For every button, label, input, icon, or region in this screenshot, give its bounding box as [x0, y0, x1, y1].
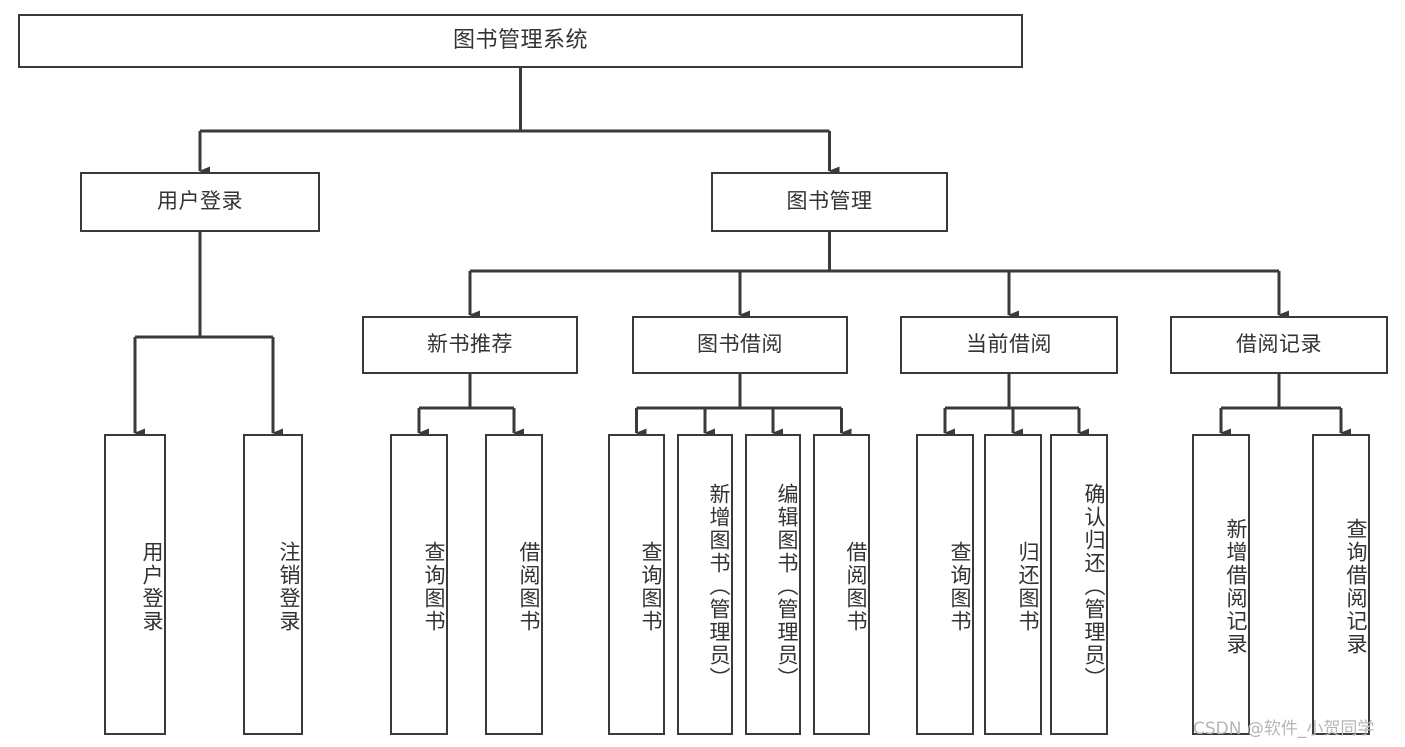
- node-label: 新书推荐: [427, 332, 513, 357]
- node-label: 新增借阅记录: [1224, 517, 1248, 656]
- node-label: 确认归还（管理员）: [1082, 483, 1106, 690]
- node-leaf_add_record[interactable]: 新增借阅记录: [1192, 434, 1250, 735]
- node-leaf_user_login[interactable]: 用户登录: [104, 434, 166, 735]
- node-leaf_borrow_book_1[interactable]: 借阅图书: [485, 434, 543, 735]
- node-user_login[interactable]: 用户登录: [80, 172, 320, 232]
- node-root[interactable]: 图书管理系统: [18, 14, 1023, 68]
- node-label: 用户登录: [140, 540, 164, 633]
- node-current_borrow[interactable]: 当前借阅: [900, 316, 1118, 374]
- node-label: 借阅记录: [1236, 332, 1322, 357]
- node-label: 新增图书（管理员）: [707, 483, 731, 690]
- node-new_book_rec[interactable]: 新书推荐: [362, 316, 578, 374]
- edges-group: [133, 68, 1351, 438]
- node-label: 用户登录: [157, 189, 243, 214]
- node-label: 编辑图书（管理员）: [775, 483, 799, 690]
- node-label: 查询图书: [422, 540, 446, 633]
- node-label: 注销登录: [277, 540, 301, 633]
- node-label: 图书管理系统: [452, 27, 588, 53]
- node-leaf_edit_book[interactable]: 编辑图书（管理员）: [745, 434, 801, 735]
- node-label: 图书管理: [786, 189, 873, 214]
- node-book_borrow[interactable]: 图书借阅: [632, 316, 848, 374]
- node-label: 查询图书: [948, 540, 972, 633]
- node-label: 借阅图书: [844, 540, 868, 633]
- node-label: 查询借阅记录: [1344, 517, 1368, 656]
- node-leaf_return_book[interactable]: 归还图书: [984, 434, 1042, 735]
- node-leaf_query_record[interactable]: 查询借阅记录: [1312, 434, 1370, 735]
- node-leaf_add_book[interactable]: 新增图书（管理员）: [677, 434, 733, 735]
- node-leaf_query_book_3[interactable]: 查询图书: [916, 434, 974, 735]
- node-label: 归还图书: [1016, 540, 1040, 633]
- node-leaf_confirm_return[interactable]: 确认归还（管理员）: [1050, 434, 1108, 735]
- node-label: 借阅图书: [517, 540, 541, 633]
- node-leaf_logout[interactable]: 注销登录: [243, 434, 303, 735]
- node-book_manage[interactable]: 图书管理: [711, 172, 948, 232]
- node-leaf_borrow_book_2[interactable]: 借阅图书: [813, 434, 870, 735]
- node-label: 当前借阅: [966, 332, 1052, 357]
- node-label: 图书借阅: [697, 332, 783, 357]
- node-leaf_query_book_2[interactable]: 查询图书: [608, 434, 665, 735]
- watermark-text: CSDN @软件_小贺同学: [1193, 719, 1375, 739]
- node-leaf_query_book_1[interactable]: 查询图书: [390, 434, 448, 735]
- node-borrow_record[interactable]: 借阅记录: [1170, 316, 1388, 374]
- node-label: 查询图书: [639, 540, 663, 633]
